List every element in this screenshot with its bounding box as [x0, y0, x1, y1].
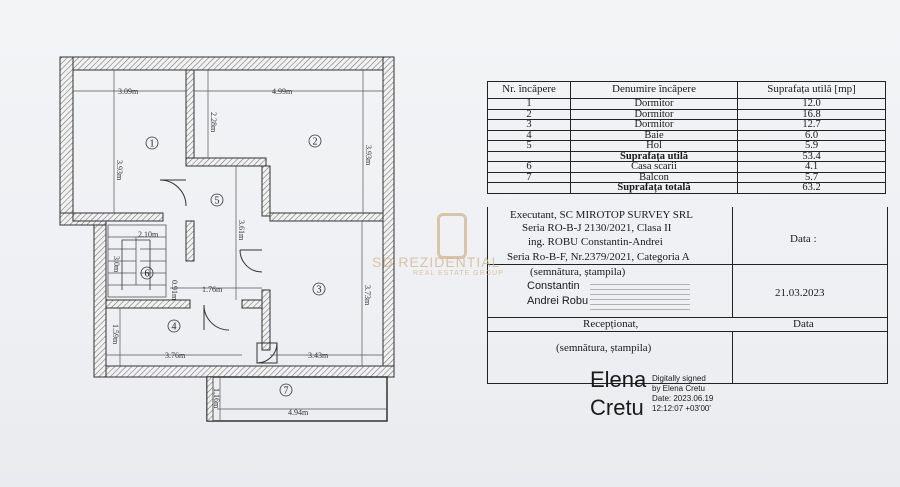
- executor-line2: Seria RO-B-J 2130/2021, Clasa II: [522, 222, 672, 234]
- room-number: 3: [317, 285, 322, 296]
- watermark-brand: SD REZIDENTIAL: [372, 254, 501, 270]
- signature-name-1: Elena: [590, 367, 647, 392]
- dim-label: 1.59m: [111, 324, 120, 345]
- room-number: 5: [215, 196, 220, 207]
- wall: [185, 69, 195, 161]
- signature-note-line: by Elena Cretu: [652, 384, 705, 393]
- executor-block: [487, 207, 888, 384]
- wall: [269, 212, 384, 222]
- wall: [72, 212, 164, 222]
- wall: [185, 157, 267, 167]
- data-label-2: Data: [793, 318, 814, 330]
- wall: [185, 220, 195, 262]
- dim-label: 3.09m: [118, 87, 139, 96]
- room-number: 1: [150, 139, 155, 150]
- table-header: Nr. încăpere Denumire încăpere Suprafața…: [487, 81, 886, 99]
- balcony-rail: [206, 376, 214, 422]
- signature-note-2: (semnătura, ștampila): [556, 342, 652, 354]
- dim-label: 0.91m: [170, 280, 179, 301]
- dim-label: 1.76m: [202, 285, 223, 294]
- dim-label: 1.16m: [212, 388, 221, 409]
- signature-note-line: 12:12:07 +03'00': [652, 404, 711, 413]
- executor-line4: Seria Ro-B-F, Nr.2379/2021, Categoria A: [507, 251, 690, 263]
- dimension-lines: [73, 70, 387, 421]
- signature-name-2: Cretu: [590, 395, 644, 420]
- receptionat-label: Recepționat,: [583, 318, 639, 330]
- wall: [105, 299, 191, 309]
- dim-label: 3.43m: [308, 351, 329, 360]
- wall: [382, 56, 395, 378]
- signer-line2: Andrei Robu: [527, 295, 589, 307]
- executor-line1: Executant, SC MIROTOP SURVEY SRL: [510, 209, 693, 221]
- data-label: Data :: [790, 233, 817, 245]
- dim-label: 3.73m: [363, 285, 372, 306]
- door-swings: [159, 179, 278, 364]
- signed-date: 21.03.2023: [775, 287, 825, 299]
- room-number: 7: [284, 386, 289, 397]
- signature-note-line: Digitally signed: [652, 374, 706, 383]
- header-nr: Nr. încăpere: [487, 81, 571, 99]
- wall: [59, 56, 395, 71]
- area-table: Nr. încăpere Denumire încăpere Suprafața…: [487, 81, 886, 194]
- dim-label: 3.61m: [237, 220, 246, 241]
- signature-note-line: Date: 2023.06.19: [652, 394, 714, 403]
- dim-label: 2.28m: [209, 112, 218, 133]
- room-number: 6: [145, 269, 150, 280]
- floor-plan: 3.09m 4.99m 3.93m 3.93m 2.28m 3.61m 3.73…: [59, 56, 395, 422]
- header-area: Suprafața utilă [mp]: [737, 81, 886, 99]
- executor-line3: ing. ROBU Constantin-Andrei: [528, 236, 663, 248]
- watermark-tagline: REAL ESTATE GROUP: [413, 270, 504, 277]
- signature-note: (semnătura, ștampila): [530, 266, 626, 278]
- signer-line1: Constantin: [527, 280, 580, 292]
- header-name: Denumire încăpere: [570, 81, 738, 99]
- stamp-text: [590, 280, 690, 310]
- watermark-logo-icon: [437, 213, 467, 259]
- dim-label: 4.99m: [272, 87, 293, 96]
- dim-label: 2.10m: [138, 230, 159, 239]
- dim-label: 3.93m: [115, 160, 124, 181]
- dim-label: 3.93m: [364, 145, 373, 166]
- room-number: 2: [313, 137, 318, 148]
- wall: [59, 56, 74, 226]
- dim-label: 4.94m: [288, 408, 309, 417]
- stair-steps: [107, 224, 167, 298]
- wall: [93, 224, 107, 378]
- wall: [241, 299, 263, 309]
- dim-label: 3.0m: [112, 256, 121, 273]
- dim-label: 3.76m: [165, 351, 186, 360]
- wall: [93, 365, 395, 378]
- wall: [261, 165, 271, 217]
- wall: [261, 289, 271, 351]
- room-number: 4: [172, 322, 177, 333]
